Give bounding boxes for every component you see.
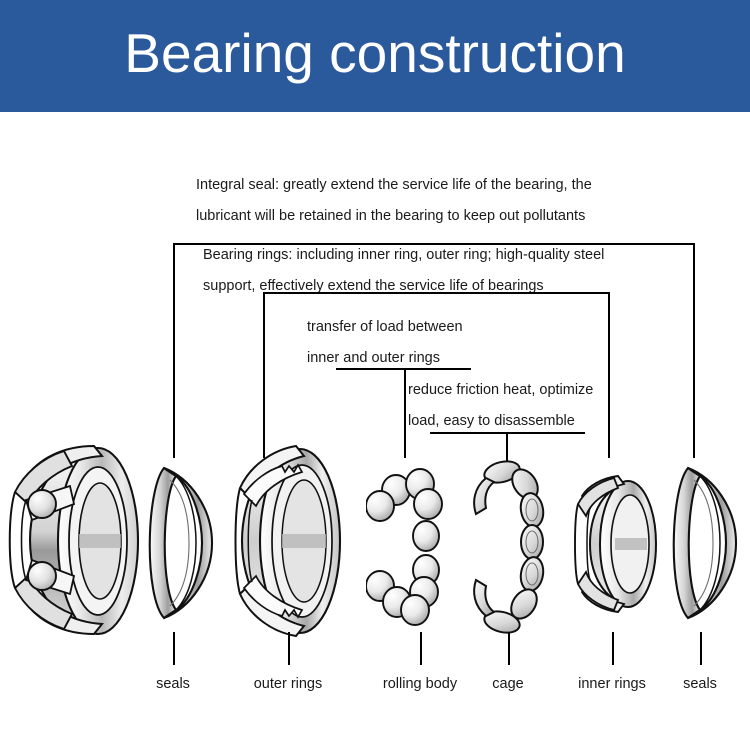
bracket-transfer-load-top (263, 292, 609, 294)
annotation-line: reduce friction heat, optimize (408, 382, 594, 398)
leader-cage (506, 432, 508, 464)
annotation-bearing-rings: Bearing rings: including inner ring, out… (203, 240, 604, 302)
exploded-parts-diagram (0, 430, 750, 660)
annotation-line: Bearing rings: including inner ring, out… (203, 247, 605, 263)
label-outer-rings: outer rings (253, 676, 323, 692)
part-inner-ring (572, 470, 668, 623)
annotation-reduce-friction: reduce friction heat, optimize load, eas… (408, 375, 593, 437)
annotation-line: Integral seal: greatly extend the servic… (196, 177, 592, 193)
leader-seals-right (693, 243, 695, 458)
tick-inner-rings (612, 632, 614, 665)
part-seal-ring-left (142, 458, 222, 633)
annotation-line: transfer of load between (307, 319, 463, 335)
label-rolling-body: rolling body (382, 676, 458, 692)
part-rolling-balls (365, 468, 470, 631)
annotation-line: support, effectively extend the service … (203, 278, 544, 294)
label-cage: cage (492, 676, 524, 692)
label-seals-right: seals (683, 676, 717, 692)
tick-rolling-body (420, 632, 422, 665)
leader-rolling-body (404, 368, 406, 458)
part-bearing-assembly (2, 438, 142, 648)
annotation-transfer-load: transfer of load between inner and outer… (307, 312, 463, 374)
annotation-line: lubricant will be retained in the bearin… (196, 208, 586, 224)
label-seals-left: seals (156, 676, 190, 692)
part-outer-ring (228, 440, 348, 647)
page-title: Bearing construction (124, 21, 626, 84)
tick-seals-left (173, 632, 175, 665)
bracket-rolling-body-top (336, 368, 471, 370)
part-ball-cage (468, 458, 556, 641)
leader-seals-left (173, 243, 175, 458)
part-seal-ring-right (666, 458, 746, 633)
annotation-integral-seal: Integral seal: greatly extend the servic… (196, 170, 592, 232)
tick-seals-right (700, 632, 702, 665)
label-inner-rings: inner rings (578, 676, 646, 692)
tick-cage (508, 632, 510, 665)
header-bar: Bearing construction (0, 0, 750, 112)
tick-outer-rings (288, 632, 290, 665)
leader-inner-rings (608, 292, 610, 458)
annotation-line: inner and outer rings (307, 350, 440, 366)
annotation-line: load, easy to disassemble (408, 413, 575, 429)
bracket-bearing-rings-top (173, 243, 694, 245)
leader-outer-rings (263, 292, 265, 458)
